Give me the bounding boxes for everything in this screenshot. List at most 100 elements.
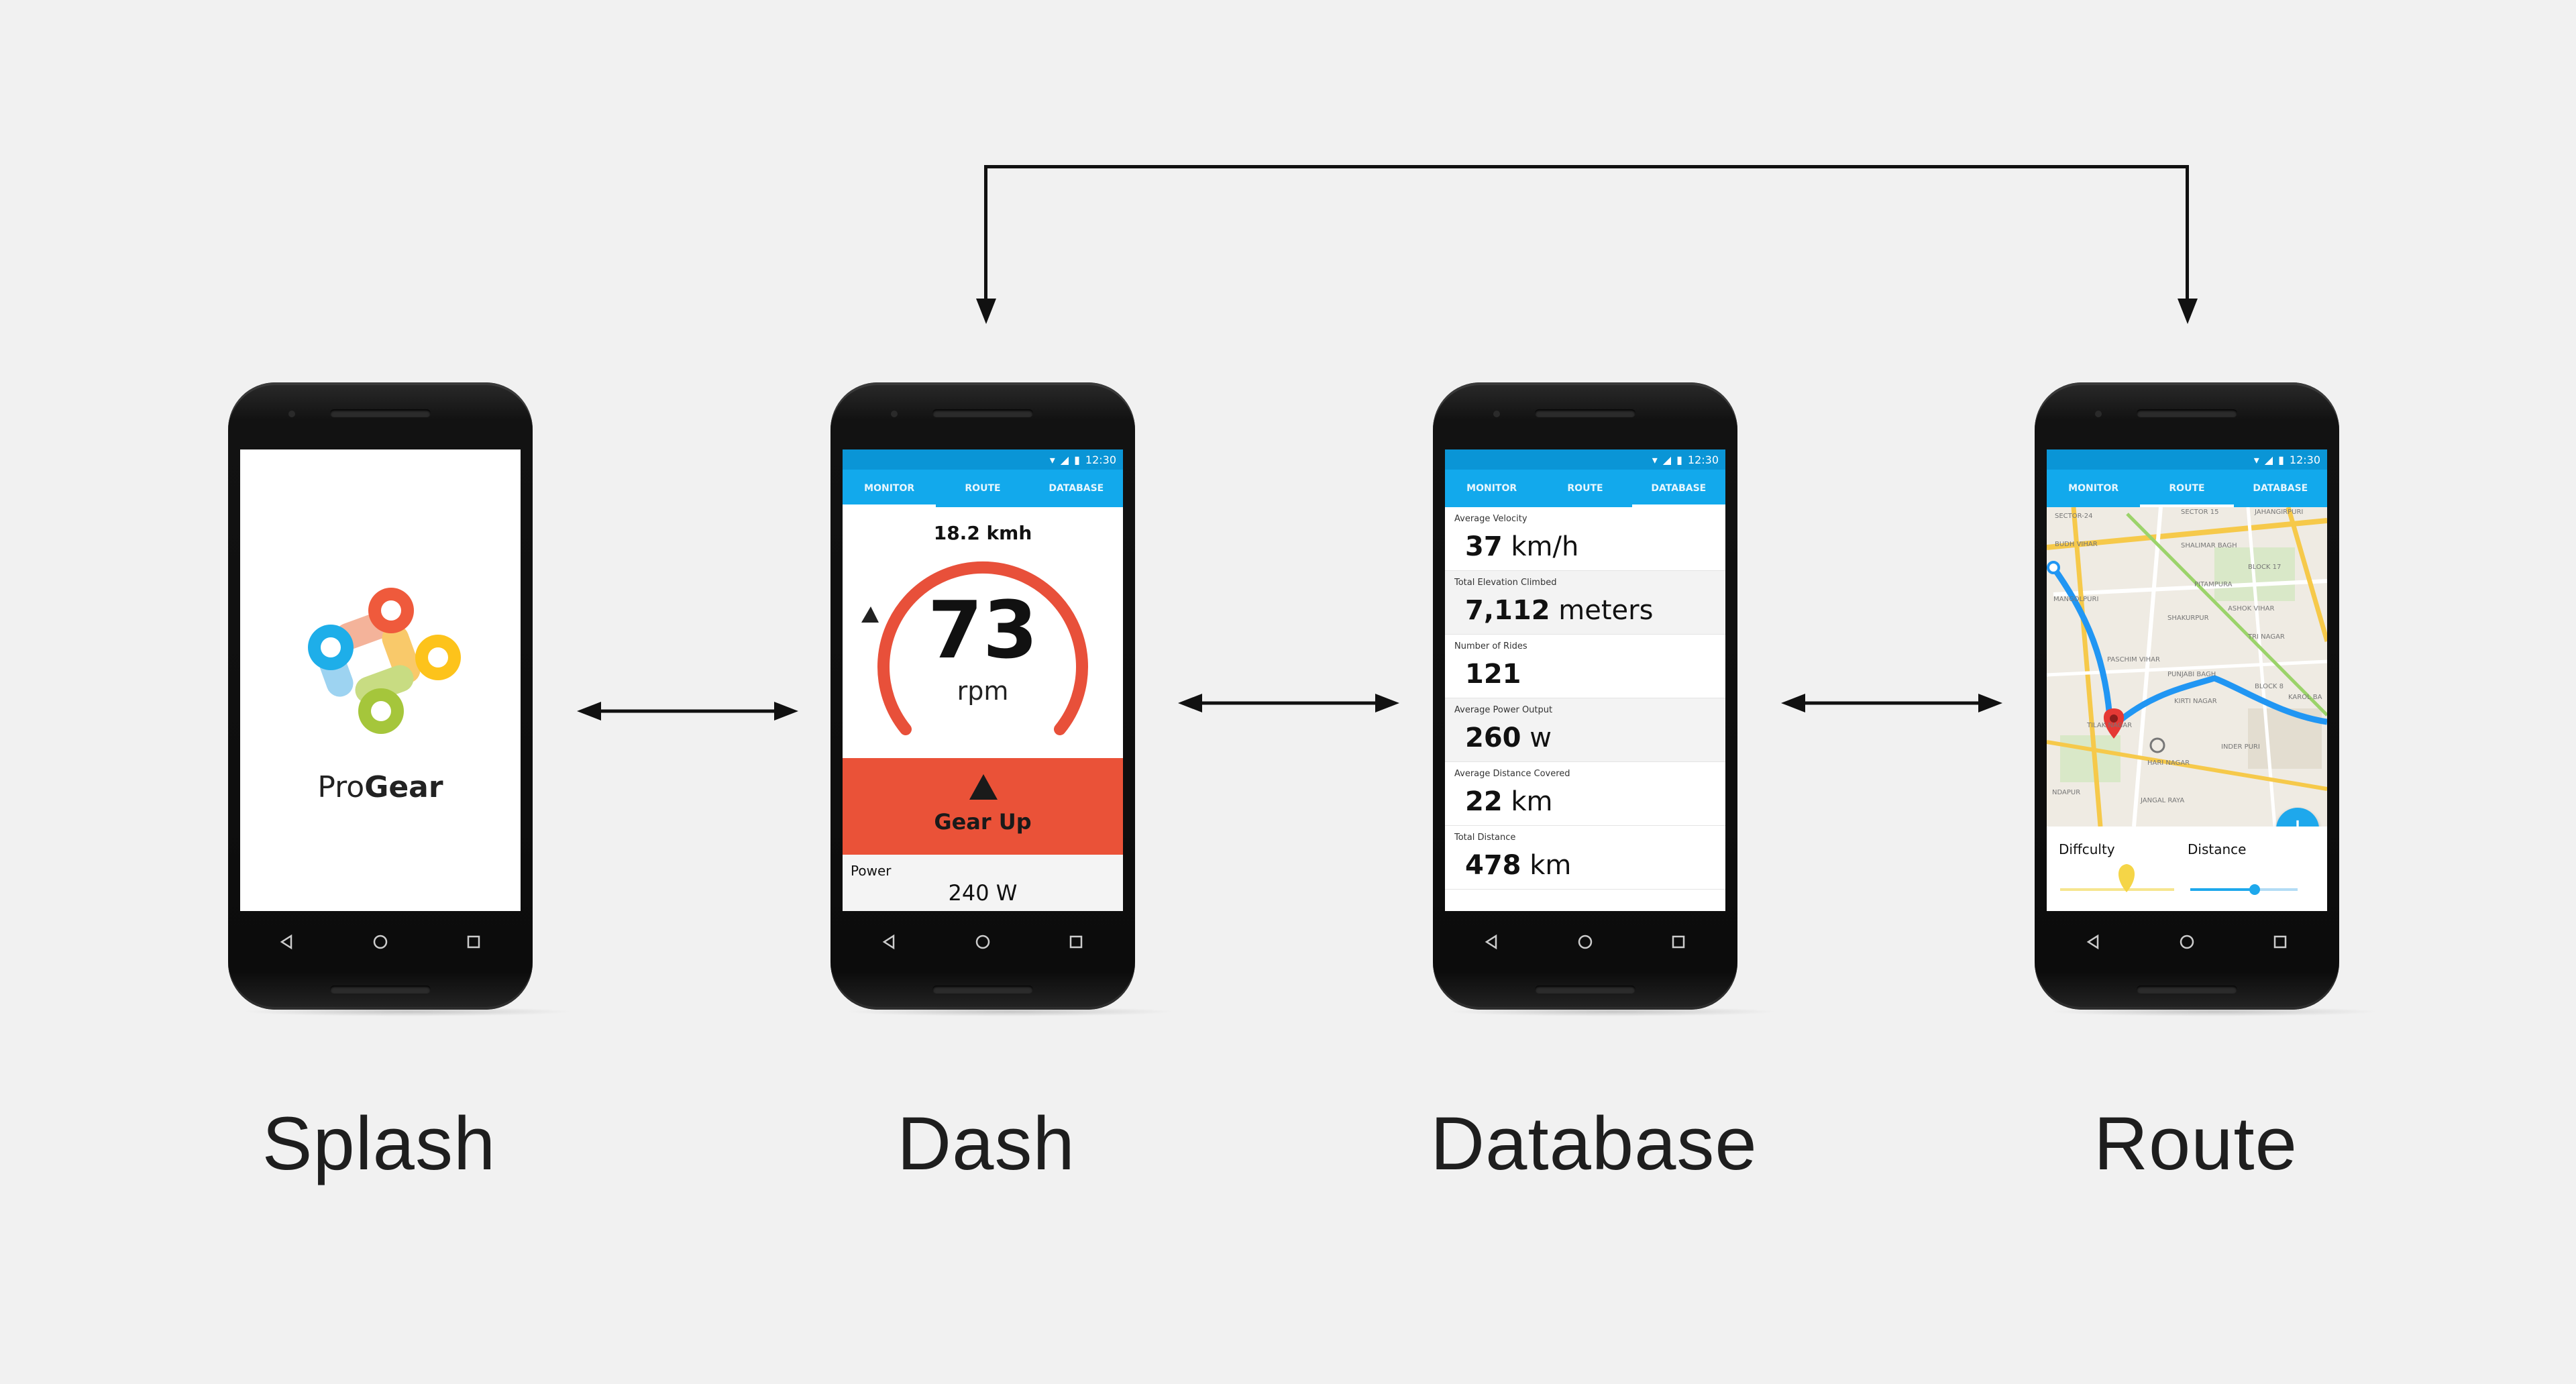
map-label: NDAPUR <box>2052 789 2081 796</box>
recents-nav-icon[interactable] <box>464 933 483 951</box>
map-label: INDER PURI <box>2221 743 2260 751</box>
splash-brand-name: ProGear <box>240 770 521 804</box>
difficulty-label: Diffculty <box>2059 841 2115 857</box>
splash-screen: ProGear <box>240 449 521 911</box>
stat-value: 121 <box>1465 659 1521 690</box>
stat-row[interactable]: Average Velocity 37 km/h <box>1445 507 1725 571</box>
status-bar: ▾ ◢ ▮ 12:30 <box>1445 449 1725 470</box>
speaker-grille-bottom <box>932 986 1033 994</box>
tab-monitor[interactable]: MONITOR <box>2068 483 2119 494</box>
map-label: BLOCK 8 <box>2255 683 2284 690</box>
android-navbar <box>240 911 521 973</box>
route-map[interactable]: SECTOR-24 JAHANGIRPURI SECTOR 15 BUDH VI… <box>2047 507 2327 827</box>
stat-label: Total Elevation Climbed <box>1454 578 1557 588</box>
map-label: MANGOLPURI <box>2053 596 2099 603</box>
brand-bold: Gear <box>364 770 443 804</box>
phone-splash: ProGear <box>228 382 573 1016</box>
battery-icon: ▮ <box>1676 453 1682 466</box>
stat-label: Average Power Output <box>1454 705 1553 715</box>
stats-list: Average Velocity 37 km/h Total Elevation… <box>1445 507 1725 890</box>
stat-row[interactable]: Total Distance 478 km <box>1445 826 1725 890</box>
home-nav-icon[interactable] <box>371 933 390 951</box>
distance-label: Distance <box>2188 841 2247 857</box>
status-bar: ▾ ◢ ▮ 12:30 <box>843 449 1123 470</box>
recents-nav-icon[interactable] <box>2271 933 2290 951</box>
tab-database[interactable]: DATABASE <box>1049 483 1104 494</box>
map-label: PITAMPURA <box>2194 581 2233 588</box>
stat-value: 478 <box>1465 850 1521 881</box>
back-nav-icon[interactable] <box>880 933 899 951</box>
status-time: 12:30 <box>2289 453 2320 466</box>
speaker-grille <box>330 409 431 417</box>
speaker-grille-bottom <box>2137 986 2237 994</box>
power-label: Power <box>851 863 892 879</box>
android-navbar <box>843 911 1123 973</box>
map-label: KIRTI NAGAR <box>2174 698 2217 705</box>
wifi-icon: ▾ <box>2253 453 2259 466</box>
recents-nav-icon[interactable] <box>1067 933 1085 951</box>
tab-route[interactable]: ROUTE <box>965 483 1001 494</box>
speaker-grille <box>1535 409 1635 417</box>
map-label: PASCHIM VIHAR <box>2107 656 2160 663</box>
phone-route: ▾ ◢ ▮ 12:30 MONITOR ROUTE DATABASE <box>2035 382 2379 1016</box>
stat-unit: w <box>1529 723 1552 753</box>
map-roads <box>2047 507 2327 827</box>
stat-label: Total Distance <box>1454 833 1516 843</box>
brand-light: Pro <box>317 770 365 804</box>
stat-value: 260 <box>1465 723 1521 753</box>
dash-screen: ▾ ◢ ▮ 12:30 MONITOR ROUTE DATABASE 18.2 … <box>843 449 1123 911</box>
map-label: JANGAL RAYA <box>2141 797 2185 804</box>
signal-icon: ◢ <box>1662 453 1672 466</box>
wifi-icon: ▾ <box>1049 453 1055 466</box>
loop-connector-top <box>984 165 2189 168</box>
gear-up-arrow-icon <box>969 774 998 800</box>
caption-dash: Dash <box>897 1102 1075 1185</box>
home-nav-icon[interactable] <box>2178 933 2196 951</box>
home-nav-icon[interactable] <box>973 933 992 951</box>
tab-route[interactable]: ROUTE <box>1567 483 1603 494</box>
cadence-value: 73 <box>927 584 1038 676</box>
stat-row[interactable]: Average Power Output 260 w <box>1445 698 1725 762</box>
map-label: SECTOR-24 <box>2055 513 2093 520</box>
phone-database: ▾ ◢ ▮ 12:30 MONITOR ROUTE DATABASE Avera… <box>1433 382 1778 1016</box>
back-nav-icon[interactable] <box>2084 933 2103 951</box>
power-value: 240 W <box>948 880 1018 906</box>
difficulty-slider[interactable] <box>2060 888 2174 891</box>
home-nav-icon[interactable] <box>1576 933 1595 951</box>
tab-monitor[interactable]: MONITOR <box>843 470 936 507</box>
route-screen: ▾ ◢ ▮ 12:30 MONITOR ROUTE DATABASE <box>2047 449 2327 911</box>
distance-slider-fill <box>2190 888 2255 891</box>
cadence-unit: rpm <box>957 676 1009 706</box>
tab-bar: MONITOR ROUTE DATABASE <box>1445 470 1725 507</box>
distance-slider-thumb[interactable] <box>2249 884 2260 895</box>
stat-label: Average Velocity <box>1454 514 1527 524</box>
gear-up-button[interactable]: Gear Up <box>843 758 1123 855</box>
tab-bar: MONITOR ROUTE DATABASE <box>843 470 1123 507</box>
stat-label: Average Distance Covered <box>1454 769 1570 779</box>
tab-route[interactable]: ROUTE <box>2140 470 2234 507</box>
map-label: TILAK NAGAR <box>2087 722 2133 729</box>
back-nav-icon[interactable] <box>278 933 297 951</box>
stat-row[interactable]: Average Distance Covered 22 km <box>1445 762 1725 826</box>
stat-row[interactable]: Number of Rides 121 <box>1445 635 1725 698</box>
stat-unit: km <box>1529 850 1572 881</box>
bidirectional-arrow-dash-database <box>1178 694 1399 712</box>
stat-unit: km <box>1511 786 1553 817</box>
stat-row[interactable]: Total Elevation Climbed 7,112 meters <box>1445 571 1725 635</box>
tab-monitor[interactable]: MONITOR <box>1466 483 1517 494</box>
map-label: PUNJABI BAGH <box>2167 671 2216 678</box>
speaker-grille <box>932 409 1033 417</box>
stat-unit: km/h <box>1511 531 1579 562</box>
tab-bar: MONITOR ROUTE DATABASE <box>2047 470 2327 507</box>
tab-database[interactable]: DATABASE <box>1631 470 1725 507</box>
stat-value: 22 <box>1465 786 1503 817</box>
tab-database[interactable]: DATABASE <box>2253 483 2308 494</box>
stat-label: Number of Rides <box>1454 641 1527 651</box>
battery-icon: ▮ <box>1074 453 1080 466</box>
difficulty-slider-thumb[interactable] <box>2115 861 2138 894</box>
back-nav-icon[interactable] <box>1483 933 1501 951</box>
map-label: SECTOR 15 <box>2181 509 2219 516</box>
stat-value: 37 <box>1465 531 1503 562</box>
signal-icon: ◢ <box>1060 453 1069 466</box>
recents-nav-icon[interactable] <box>1669 933 1688 951</box>
